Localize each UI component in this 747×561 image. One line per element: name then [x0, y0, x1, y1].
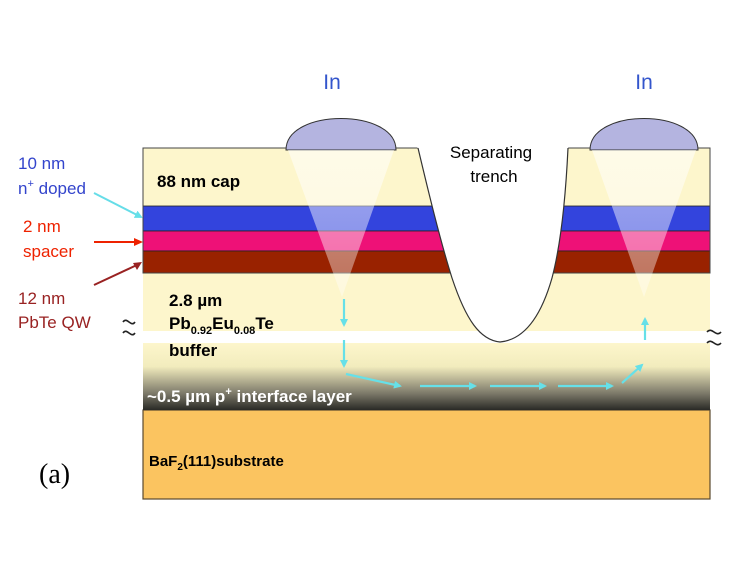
- spacer-label-line2: spacer: [23, 242, 74, 261]
- break-mark-right: [706, 329, 722, 346]
- qw-pointer-head: [133, 262, 142, 270]
- path-arrow: [345, 372, 402, 389]
- doped-label-line1: 10 nm: [18, 154, 65, 173]
- trench-edge: [417, 147, 569, 343]
- separating-trench: [400, 140, 574, 342]
- doped-pointer-arrow: [93, 192, 143, 218]
- current-cone-right: [592, 150, 696, 297]
- spacer-pointer-head: [134, 238, 143, 246]
- contact-left: [285, 118, 397, 151]
- buffer-label-line2: Pb0.92Eu0.08Te: [169, 314, 274, 337]
- qw-label-line1: 12 nm: [18, 289, 65, 308]
- interface-layer: [143, 343, 710, 410]
- qw-layer: [142, 250, 711, 274]
- buffer-label-line3: buffer: [169, 341, 218, 360]
- spacer-label-line1: 2 nm: [23, 217, 61, 236]
- substrate-label: BaF2(111)substrate: [149, 453, 284, 473]
- qw-label-line2: PbTe QW: [18, 313, 91, 332]
- buffer-label-line1: 2.8 µm: [169, 291, 222, 310]
- buffer-layer: [143, 273, 710, 331]
- trench-label-line1: Separating: [450, 143, 532, 162]
- trench-label-line2: trench: [470, 167, 517, 186]
- qw-pointer-arrow: [93, 263, 140, 286]
- contact-right: [589, 118, 699, 151]
- current-path: [340, 299, 649, 390]
- path-arrow: [621, 363, 644, 384]
- current-cone-left: [288, 150, 394, 297]
- contact-left-label: In: [323, 71, 341, 94]
- break-mark-left: [122, 319, 136, 336]
- cap-label: 88 nm cap: [157, 172, 240, 191]
- panel-label: (a): [39, 459, 70, 490]
- contact-right-label: In: [635, 71, 653, 94]
- break-gap: [130, 331, 725, 343]
- doped-label-line2: n+ doped: [18, 178, 86, 198]
- substrate-layer: [142, 409, 711, 500]
- interface-label: ~0.5 µm p+ interface layer: [147, 386, 352, 406]
